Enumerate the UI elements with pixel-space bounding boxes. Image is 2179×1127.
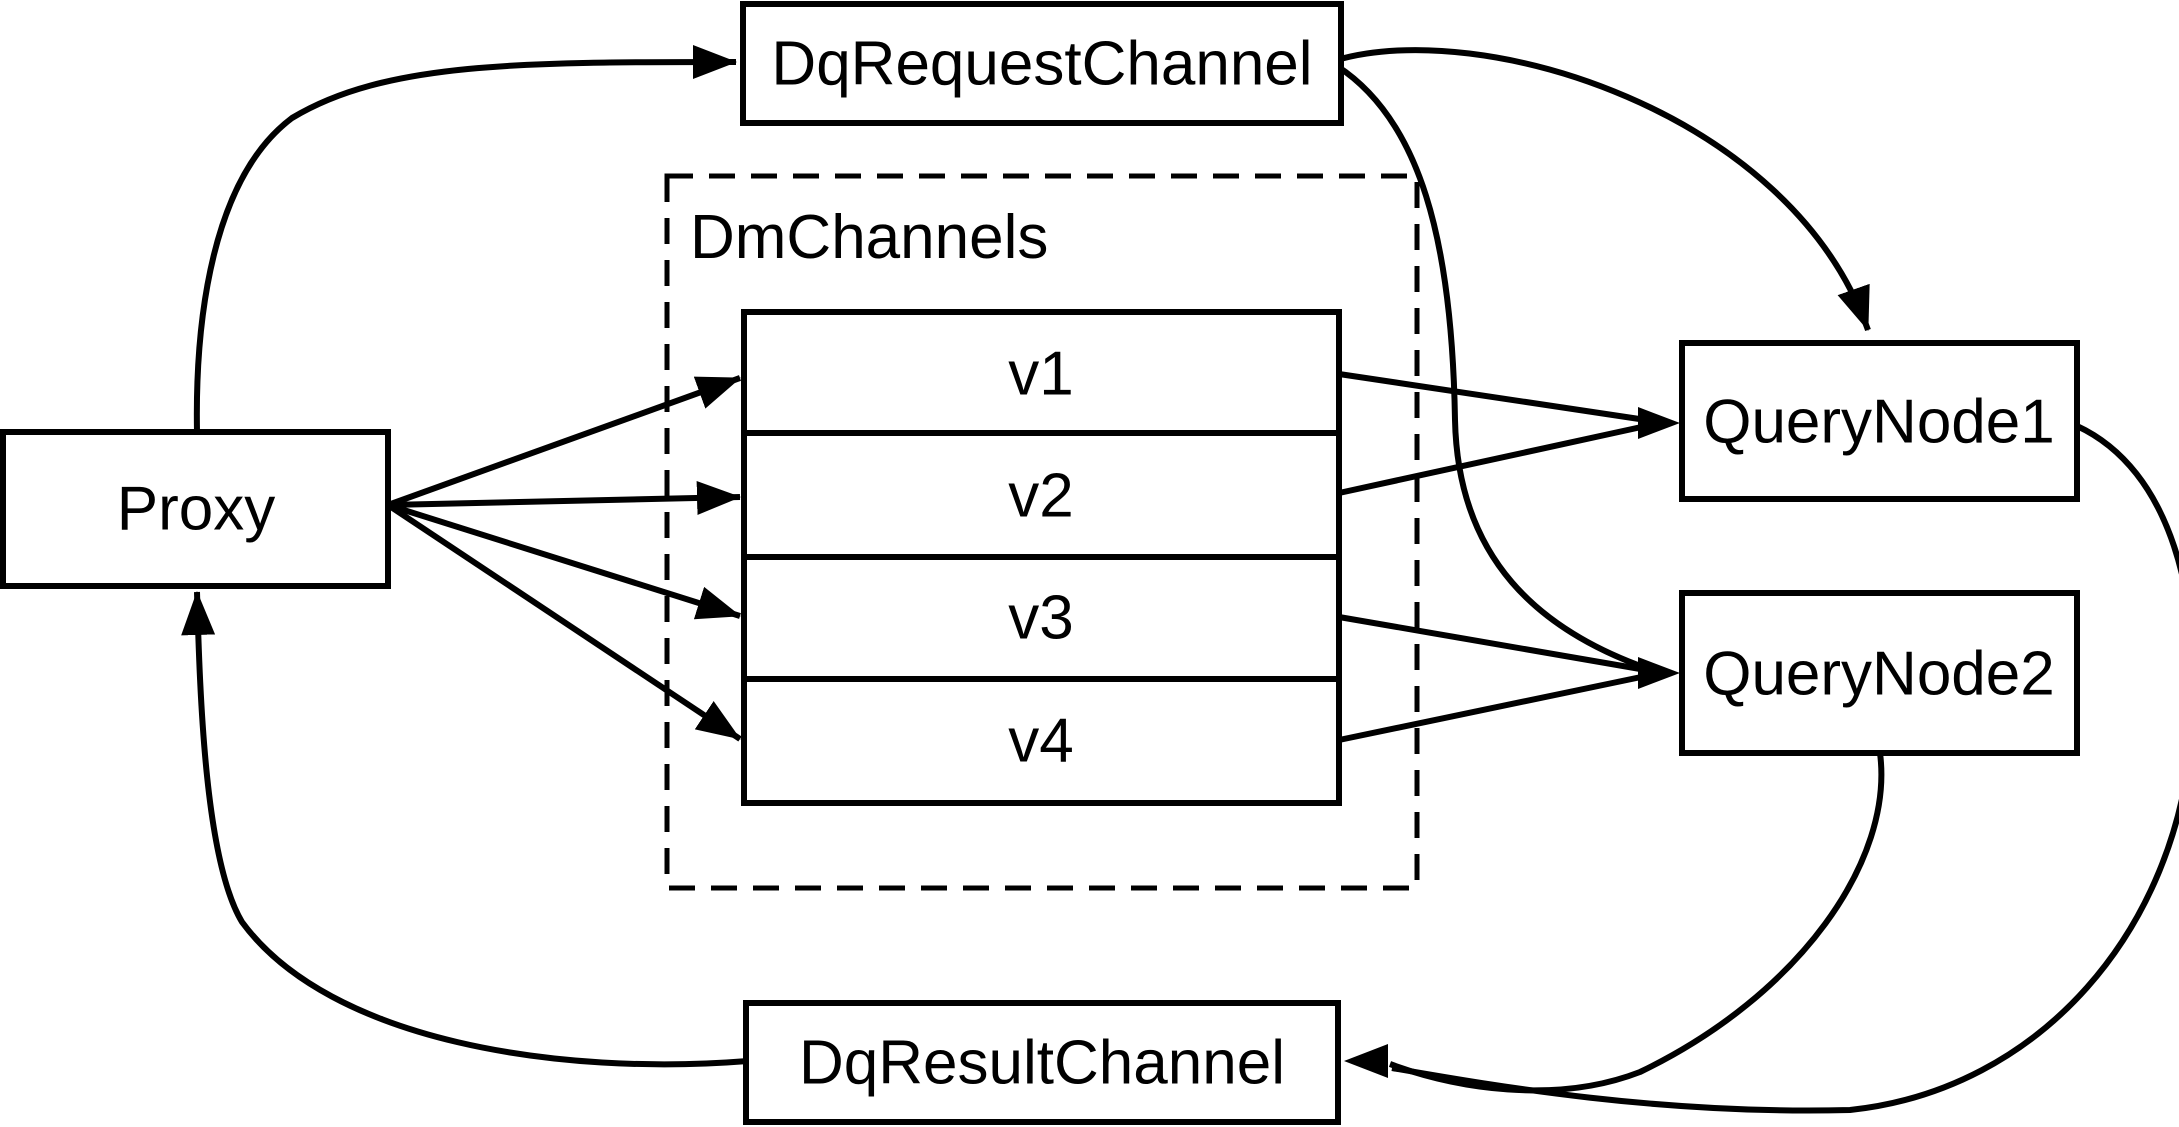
edge-querynode2-to-dqresultchannel	[1388, 752, 1885, 1094]
edge-proxy-to-v3	[387, 502, 741, 620]
dqrequestchannel-label: DqRequestChannel	[771, 30, 1312, 99]
edge-proxy-to-v2	[387, 480, 741, 515]
edge-v4-to-querynode2	[1338, 673, 1647, 743]
edge-proxy-to-v1	[386, 375, 742, 508]
channel-v3-label: v3	[1008, 584, 1073, 653]
node-querynode2	[1679, 590, 2080, 756]
edge-v2-to-querynode1	[1338, 423, 1647, 496]
arrowhead-into-dqresultchannel	[1344, 1044, 1388, 1078]
edge-querynode1-to-dqresultchannel	[1391, 423, 2179, 1114]
node-dqresultchannel	[743, 1000, 1341, 1125]
edge-proxy-to-v4	[386, 502, 742, 742]
channel-v1-label: v1	[1008, 340, 1073, 409]
edge-v1-to-querynode1	[1338, 371, 1647, 423]
querynode2-label: QueryNode2	[1703, 640, 2055, 709]
edge-dqrequestchannel-to-querynode1	[1336, 47, 1871, 332]
node-dqrequestchannel	[740, 1, 1344, 126]
arrowhead-into-querynode2	[1638, 657, 1680, 689]
edge-proxy-to-dqrequestchannel	[193, 45, 737, 433]
proxy-label: Proxy	[117, 475, 275, 544]
dqresultchannel-label: DqResultChannel	[799, 1029, 1285, 1098]
channel-v4-label: v4	[1008, 707, 1073, 776]
channel-v2-label: v2	[1008, 462, 1073, 531]
group-dmchannels	[664, 173, 1420, 891]
dmchannels-label: DmChannels	[690, 203, 1048, 272]
edge-v3-to-querynode2	[1338, 614, 1647, 673]
edge-dqrequestchannel-to-querynode2	[1335, 63, 1648, 671]
node-proxy	[0, 429, 391, 589]
arrowhead-into-querynode1	[1638, 407, 1680, 439]
node-querynode1	[1679, 340, 2080, 502]
querynode1-label: QueryNode1	[1703, 388, 2055, 457]
edge-dqresultchannel-to-proxy	[181, 591, 749, 1068]
